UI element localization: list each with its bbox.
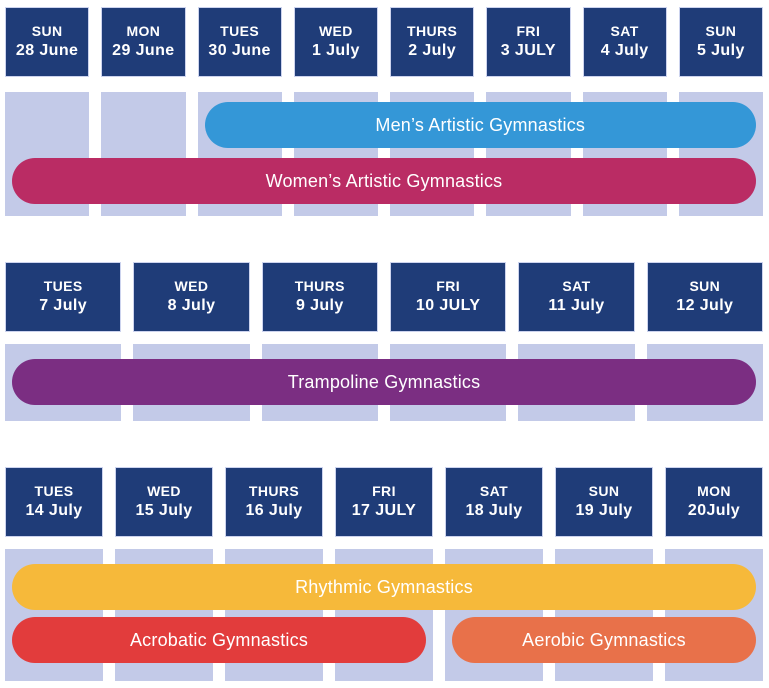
day-date-label: 14 July: [25, 501, 83, 519]
day-date-label: 5 July: [696, 41, 745, 59]
day-date-label: 17 JULY: [351, 501, 417, 519]
day-name-label: SAT: [610, 23, 639, 40]
day-name-label: MON: [697, 483, 731, 500]
day-name-label: SUN: [31, 23, 63, 40]
day-name-label: TUES: [220, 23, 260, 40]
day-name-label: TUES: [34, 483, 74, 500]
event-bars: Trampoline Gymnastics: [5, 344, 763, 421]
day-date-label: 15 July: [135, 501, 193, 519]
event-bar-trampoline-gymnastics: Trampoline Gymnastics: [12, 359, 756, 405]
event-bar-label: Trampoline Gymnastics: [287, 371, 481, 392]
day-name-label: FRI: [372, 483, 396, 500]
day-date-label: 28 June: [15, 41, 79, 59]
event-bar-aerobic-gymnastics: Aerobic Gymnastics: [452, 617, 756, 663]
day-name-label: SAT: [479, 483, 509, 500]
day-name-label: THURS: [248, 483, 300, 500]
day-name-label: WED: [318, 23, 353, 40]
day-date-label: 1 July: [311, 41, 360, 59]
day-date-label: 18 July: [465, 501, 523, 519]
day-name-label: SUN: [689, 278, 721, 295]
day-date-label: 7 July: [39, 296, 88, 314]
event-bar-label: Rhythmic Gymnastics: [295, 576, 473, 597]
day-date-label: 19 July: [575, 501, 633, 519]
event-bar-acrobatic-gymnastics: Acrobatic Gymnastics: [12, 617, 426, 663]
event-bar-label: Aerobic Gymnastics: [522, 629, 686, 650]
day-date-label: 2 July: [408, 41, 456, 59]
event-bar-label: Acrobatic Gymnastics: [129, 629, 309, 650]
day-name-label: SUN: [705, 23, 737, 40]
day-date-label: 10 JULY: [415, 296, 481, 314]
schedule-body-2: Trampoline Gymnastics: [5, 344, 763, 421]
day-date-label: 9 July: [295, 296, 344, 314]
day-date-label: 20July: [687, 501, 741, 519]
day-name-label: SAT: [562, 278, 591, 295]
day-name-label: FRI: [436, 278, 461, 295]
event-bar-men-s-artistic-gymnastics: Men’s Artistic Gymnastics: [204, 102, 756, 148]
event-bar-label: Men’s Artistic Gymnastics: [375, 114, 586, 135]
day-name-label: WED: [147, 483, 181, 500]
event-bar-rhythmic-gymnastics: Rhythmic Gymnastics: [12, 564, 756, 610]
day-name-label: FRI: [516, 23, 541, 40]
day-date-label: 8 July: [167, 296, 216, 314]
day-name-label: WED: [174, 278, 209, 295]
day-name-label: SUN: [588, 483, 620, 500]
day-name-label: TUES: [43, 278, 83, 295]
day-date-label: 12 July: [676, 296, 734, 314]
day-date-label: 29 June: [112, 41, 175, 59]
day-name-label: THURS: [407, 23, 458, 40]
day-date-label: 30 June: [208, 41, 271, 59]
day-date-label: 16 July: [245, 501, 303, 519]
event-bar-label: Women’s Artistic Gymnastics: [265, 170, 503, 191]
day-date-label: 3 JULY: [500, 41, 556, 59]
day-name-label: MON: [126, 23, 161, 40]
event-bar-women-s-artistic-gymnastics: Women’s Artistic Gymnastics: [12, 158, 756, 204]
day-name-label: THURS: [294, 278, 345, 295]
day-date-label: 11 July: [548, 296, 605, 314]
day-date-label: 4 July: [600, 41, 649, 59]
